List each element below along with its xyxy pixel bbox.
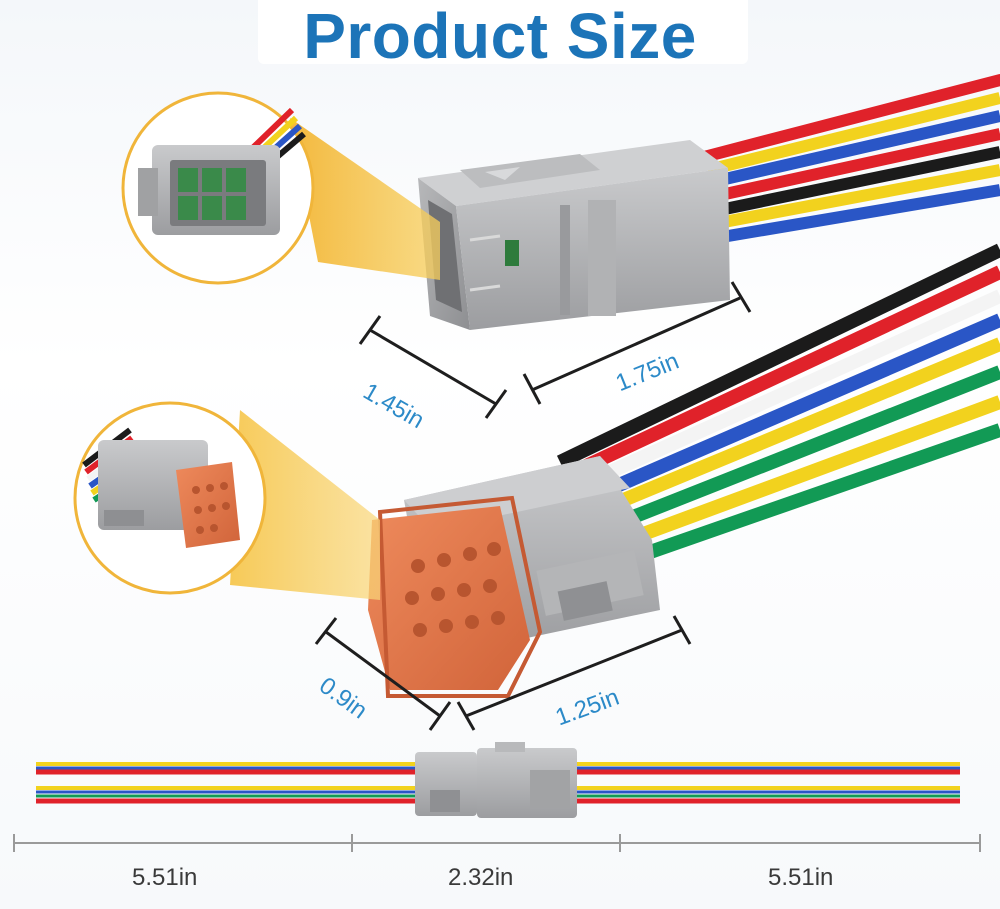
bottom-pair-connectors [415, 742, 577, 818]
male-callout-beam [290, 118, 440, 280]
wire-right-label: 5.51in [768, 864, 834, 891]
male-callout-circle [121, 91, 315, 285]
wire-left-label: 5.51in [132, 864, 198, 891]
female-callout-circle [73, 401, 267, 595]
male-connector-body [418, 140, 730, 330]
male-connector-wires [694, 74, 1000, 242]
connector-pair-label: 2.32in [448, 864, 514, 891]
female-orange-seal [368, 495, 543, 698]
page-title: Product Size [303, 0, 697, 72]
dimension-lines [314, 281, 752, 731]
bottom-dimension-scale [13, 834, 981, 852]
title-background [258, 0, 748, 64]
female-callout-beam [230, 410, 380, 600]
female-connector-wires [556, 243, 1000, 573]
